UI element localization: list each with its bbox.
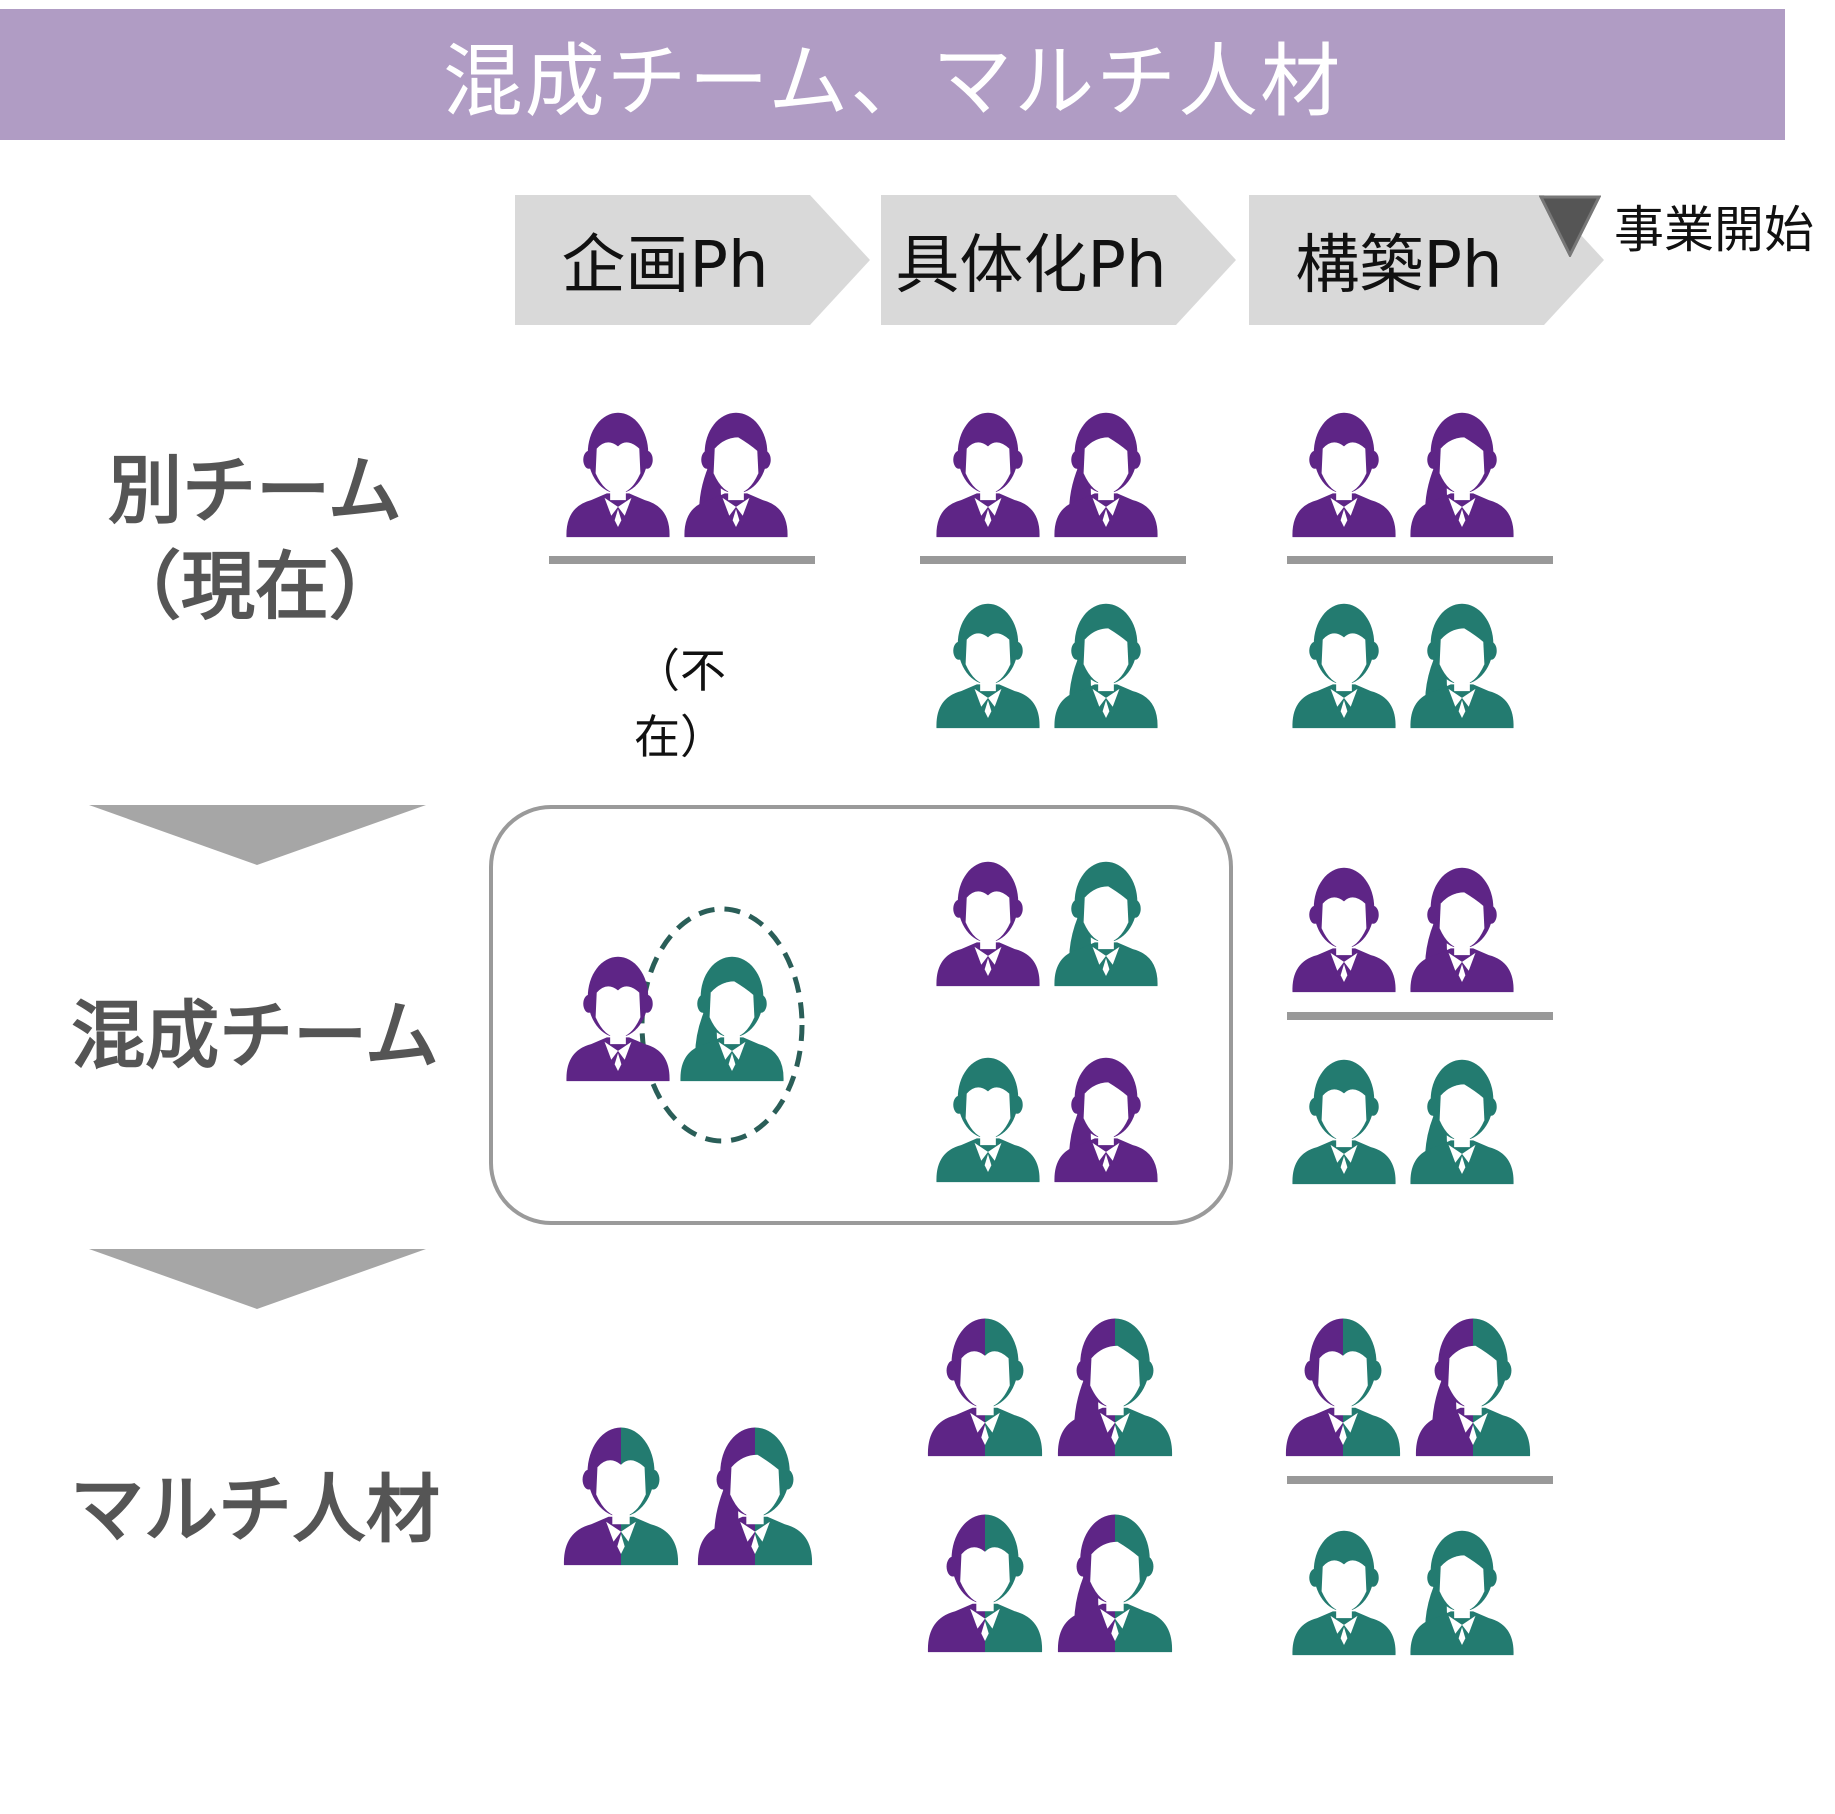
teal-man-icon bbox=[932, 1048, 1044, 1188]
split-man-icon bbox=[1281, 1308, 1405, 1462]
divider-line bbox=[1287, 556, 1553, 564]
split-woman-icon bbox=[1053, 1308, 1177, 1462]
teal-woman-icon bbox=[1406, 594, 1518, 734]
split-woman-icon bbox=[1053, 1504, 1177, 1658]
teal-woman-icon bbox=[1050, 594, 1162, 734]
split-woman-icon bbox=[1411, 1308, 1535, 1462]
chevron-shape bbox=[1249, 195, 1604, 325]
row-label-line: 別チーム bbox=[108, 448, 402, 534]
purple-man-icon bbox=[932, 403, 1044, 543]
phase-planning: 企画Ph bbox=[515, 195, 870, 325]
row-label-mixed: 混成チーム bbox=[71, 993, 439, 1079]
divider-line bbox=[1287, 1012, 1553, 1020]
chevron-shape bbox=[881, 195, 1236, 325]
phase-construction: 構築Ph bbox=[1249, 195, 1604, 325]
teal-man-icon bbox=[1288, 1050, 1400, 1190]
teal-woman-icon bbox=[676, 947, 788, 1087]
split-woman-icon bbox=[693, 1415, 817, 1573]
split-man-icon bbox=[559, 1415, 683, 1573]
divider-line bbox=[1287, 1476, 1553, 1484]
milestone-label: 事業開始 bbox=[1614, 201, 1814, 259]
purple-man-icon bbox=[562, 403, 674, 543]
milestone-triangle-icon bbox=[1539, 195, 1601, 257]
purple-man-icon bbox=[1288, 858, 1400, 998]
purple-woman-icon bbox=[1406, 403, 1518, 543]
row-label-line: （現在） bbox=[107, 544, 403, 630]
teal-woman-icon bbox=[1050, 852, 1162, 992]
teal-man-icon bbox=[932, 594, 1044, 734]
purple-man-icon bbox=[932, 852, 1044, 992]
chevron-shape bbox=[515, 195, 870, 325]
teal-woman-icon bbox=[1406, 1521, 1518, 1661]
row-label-multi: マルチ人材 bbox=[70, 1467, 440, 1553]
phase-concretization: 具体化Ph bbox=[881, 195, 1236, 325]
teal-woman-icon bbox=[1406, 1050, 1518, 1190]
mixed-team-box bbox=[489, 805, 1233, 1225]
phase-label: 企画Ph bbox=[561, 229, 769, 303]
divider-line bbox=[549, 556, 815, 564]
purple-woman-icon bbox=[1050, 403, 1162, 543]
purple-woman-icon bbox=[680, 403, 792, 543]
teal-man-icon bbox=[1288, 1521, 1400, 1661]
phase-label: 構築Ph bbox=[1295, 229, 1503, 303]
purple-man-icon bbox=[562, 947, 674, 1087]
purple-woman-icon bbox=[1406, 858, 1518, 998]
divider-line bbox=[920, 556, 1186, 564]
down-arrow-icon bbox=[89, 805, 426, 865]
split-man-icon bbox=[923, 1308, 1047, 1462]
phase-label: 具体化Ph bbox=[895, 229, 1167, 303]
absent-label: （不在） bbox=[634, 644, 726, 764]
purple-woman-icon bbox=[1050, 1048, 1162, 1188]
down-arrow-icon bbox=[89, 1249, 426, 1309]
dashed-ellipse-highlight bbox=[639, 906, 805, 1144]
purple-man-icon bbox=[1288, 403, 1400, 543]
split-man-icon bbox=[923, 1504, 1047, 1658]
row-label-separate: 別チーム （現在） bbox=[35, 443, 475, 635]
page-title: 混成チーム、マルチ人材 bbox=[0, 9, 1785, 140]
teal-man-icon bbox=[1288, 594, 1400, 734]
